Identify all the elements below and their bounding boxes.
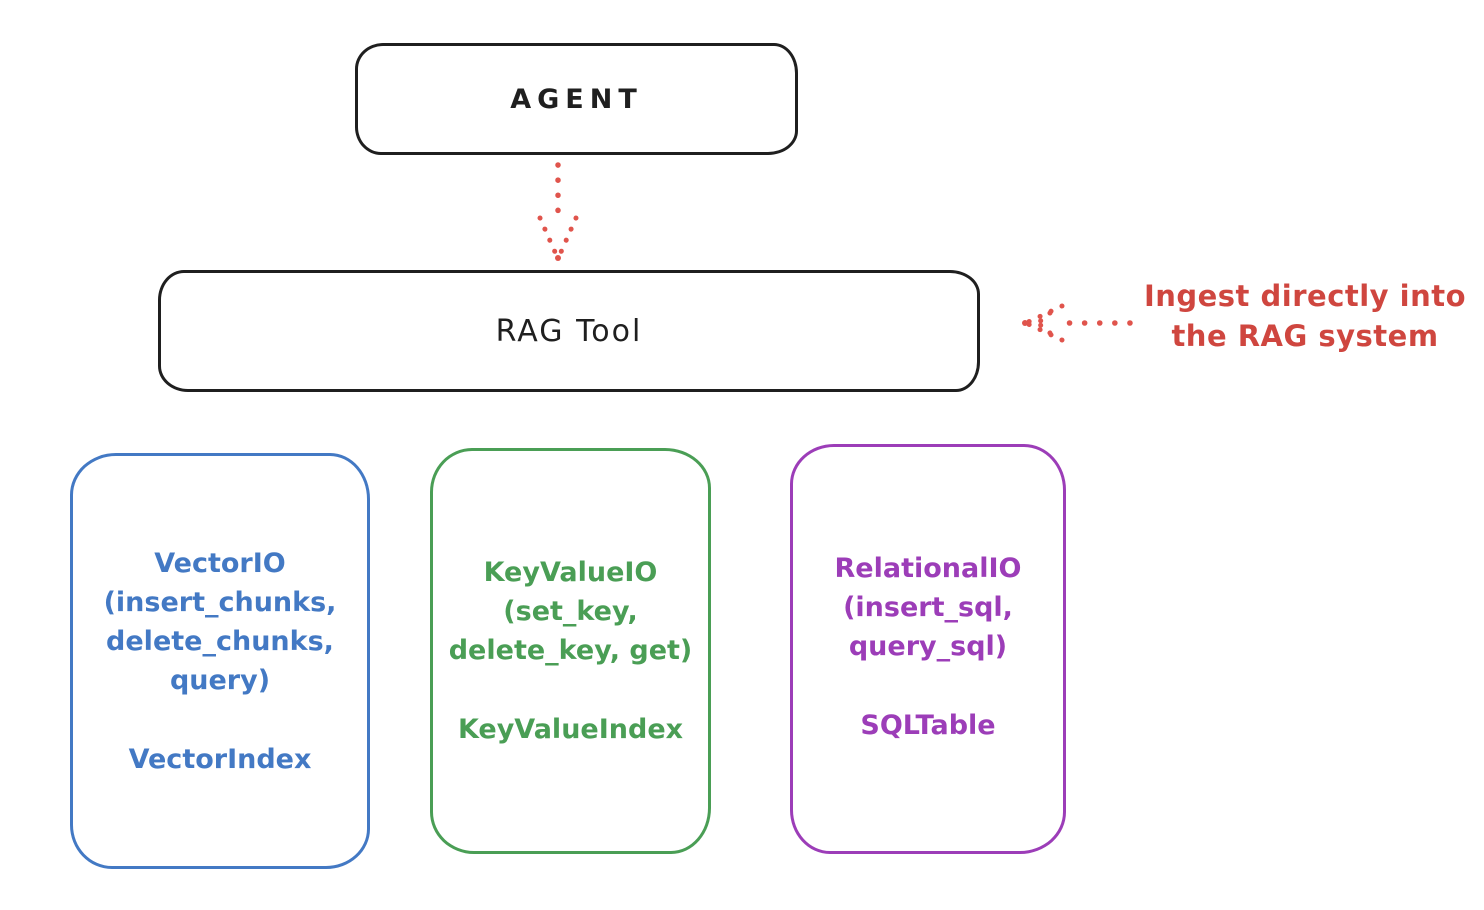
- keyvalue-io-node: KeyValueIO (set_key, delete_key, get) Ke…: [430, 448, 711, 854]
- agent-node: AGENT: [355, 43, 798, 155]
- keyvalue-io-title: KeyValueIO: [483, 557, 658, 588]
- vector-index-label: VectorIndex: [128, 744, 312, 775]
- keyvalue-index-label: KeyValueIndex: [457, 714, 684, 745]
- vector-io-method-line: delete_chunks,: [106, 626, 334, 657]
- vector-io-title: VectorIO: [154, 548, 286, 579]
- relational-io-node: RelationalIO (insert_sql, query_sql) SQL…: [790, 444, 1066, 854]
- vector-io-method-line: (insert_chunks,: [103, 587, 337, 618]
- keyvalue-io-method-line: (set_key,: [503, 596, 638, 627]
- ingest-arrow-icon: [1022, 303, 1133, 343]
- rag-tool-node: RAG Tool: [158, 270, 980, 392]
- relational-io-method-line: (insert_sql,: [843, 592, 1013, 623]
- relational-io-method-line: query_sql): [848, 631, 1008, 662]
- vector-io-method-line: query): [169, 665, 271, 696]
- ingest-annotation-line1: Ingest directly into: [1143, 279, 1467, 313]
- sql-table-label: SQLTable: [860, 710, 996, 741]
- keyvalue-io-method-line: delete_key, get): [448, 635, 693, 666]
- agent-label: AGENT: [510, 83, 643, 115]
- ingest-annotation: Ingest directly into the RAG system: [1140, 276, 1470, 356]
- ingest-annotation-line2: the RAG system: [1171, 319, 1439, 353]
- agent-to-ragtool-arrow-icon: [537, 162, 579, 261]
- vector-io-node: VectorIO (insert_chunks, delete_chunks, …: [70, 453, 370, 869]
- rag-tool-label: RAG Tool: [495, 313, 643, 349]
- relational-io-title: RelationalIO: [834, 553, 1022, 584]
